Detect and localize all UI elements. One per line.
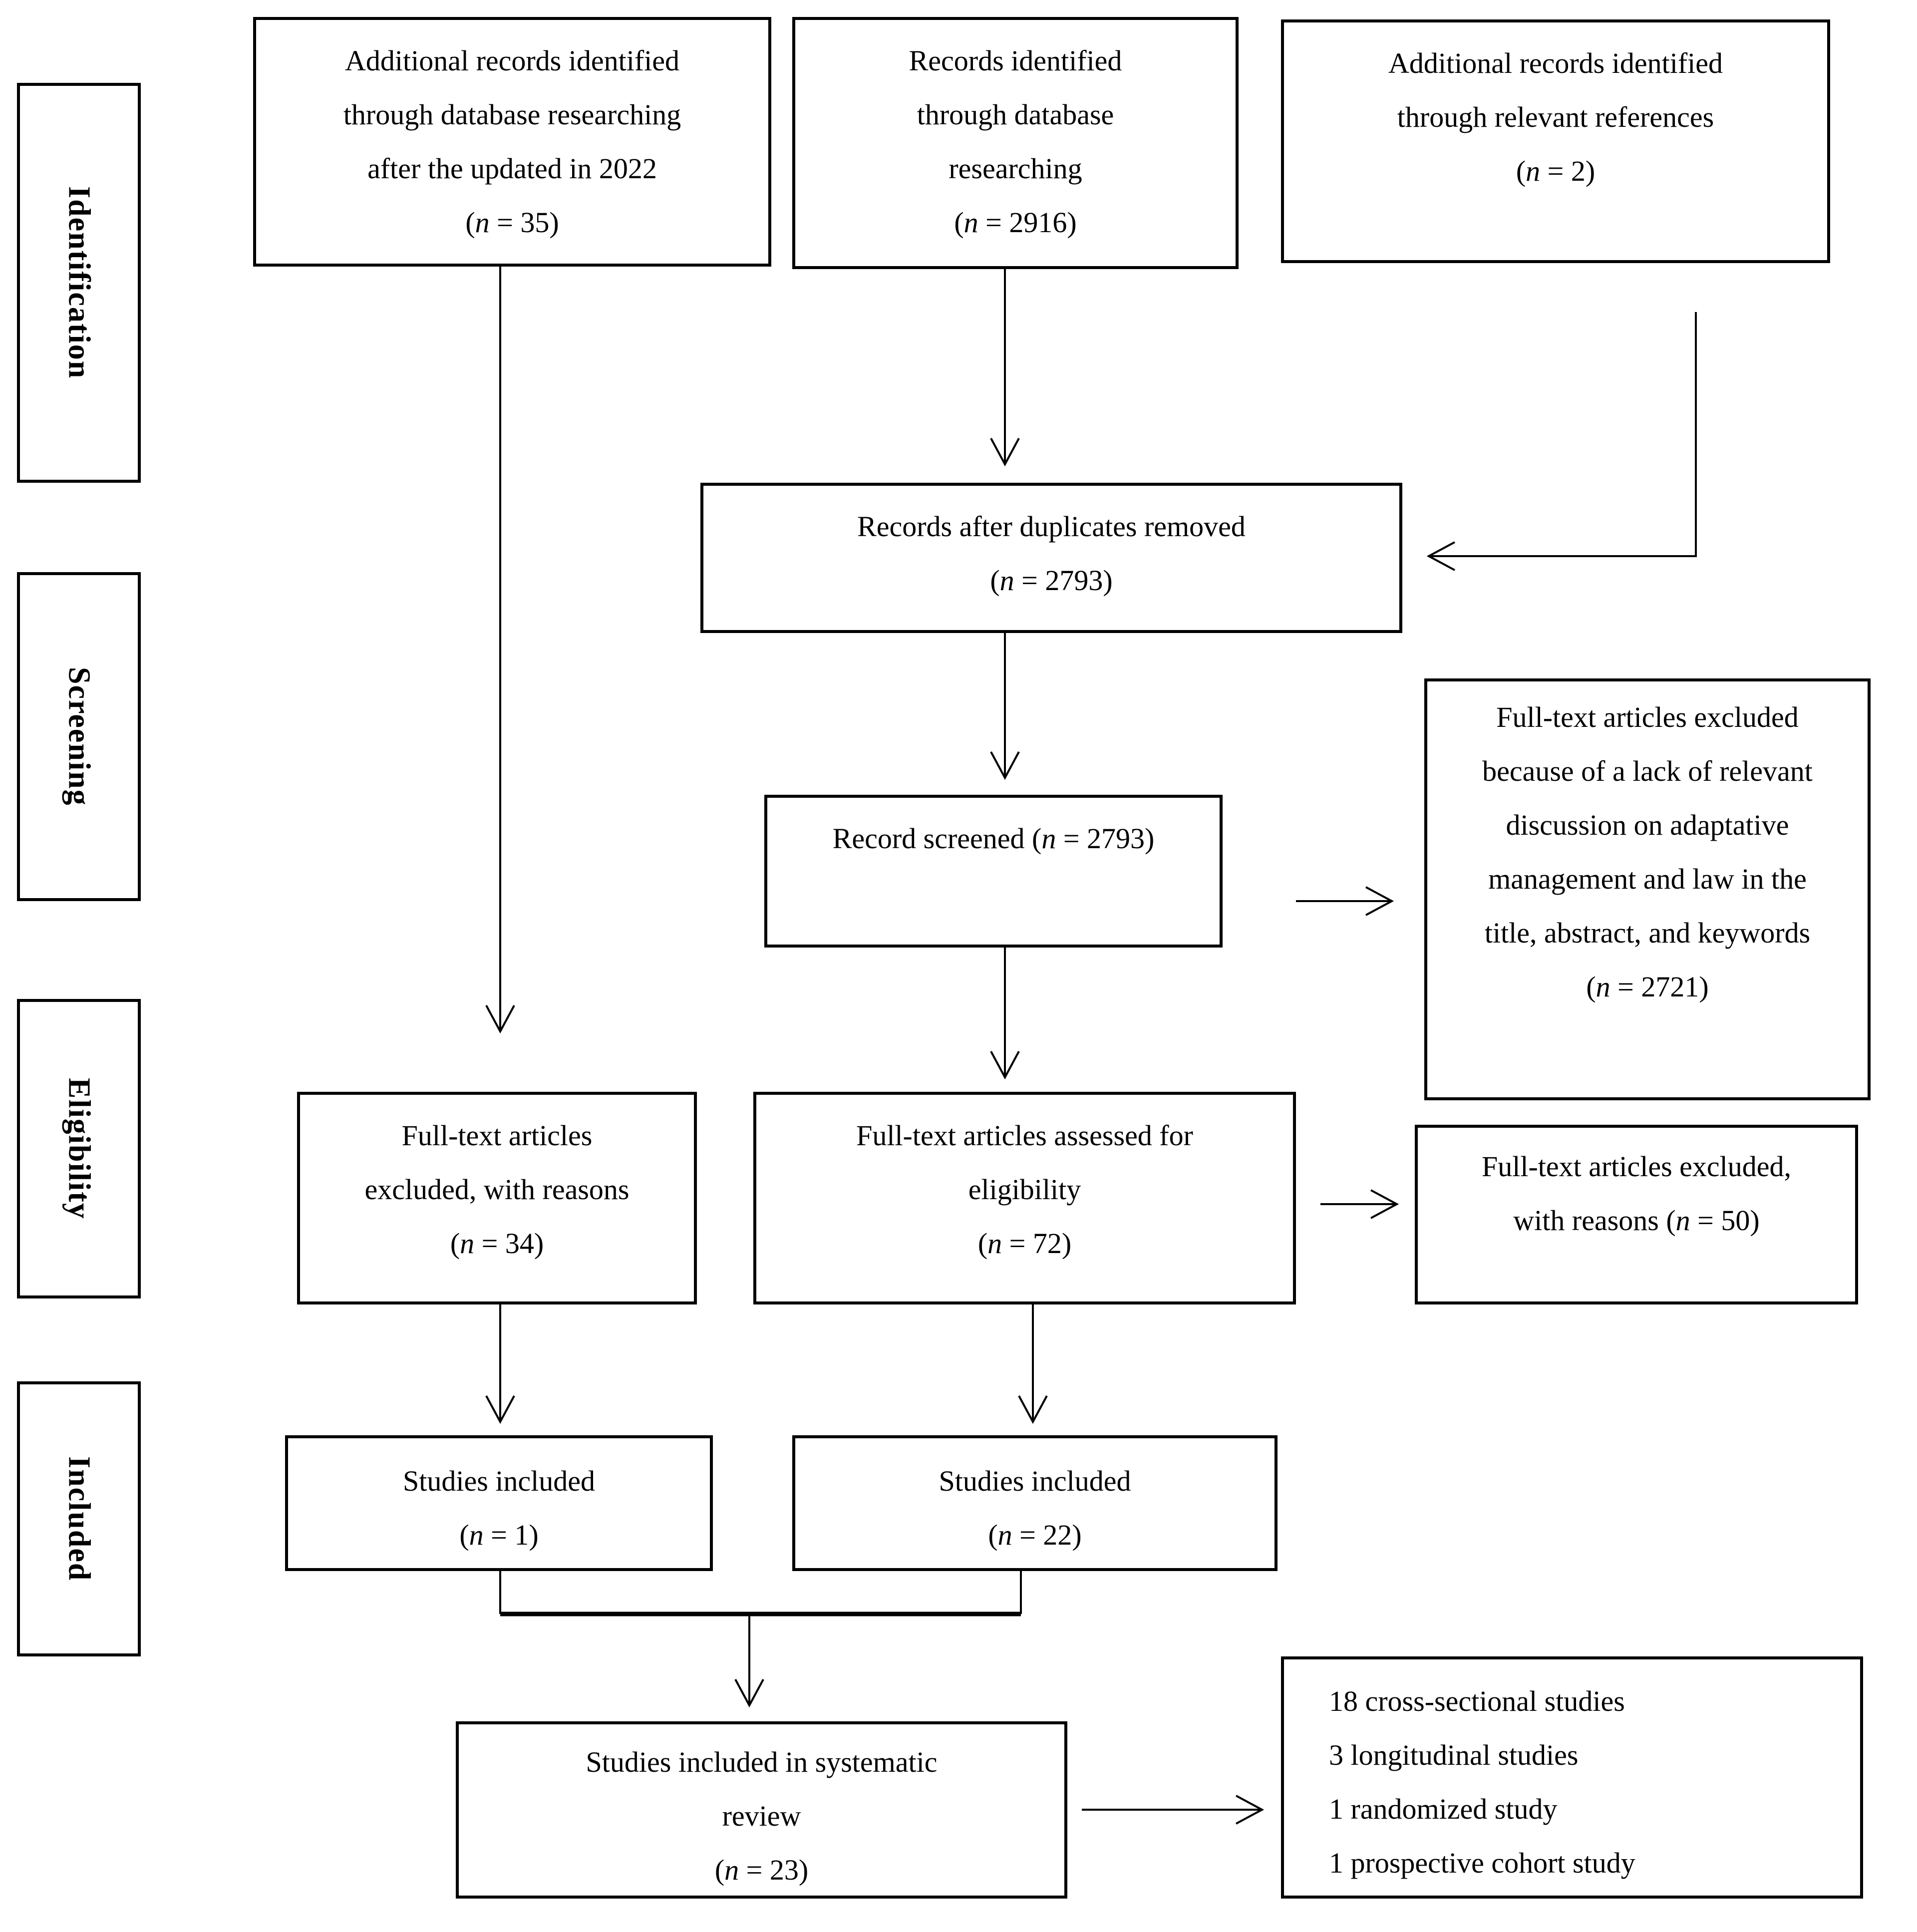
- box-text-line: because of a lack of relevant: [1482, 755, 1813, 787]
- box-text-line: 3 longitudinal studies: [1329, 1739, 1579, 1771]
- box-text-line: (n = 2721): [1586, 970, 1709, 1003]
- box-fulltext-excluded-keywords: Full-text articles excluded because of a …: [1424, 678, 1871, 1100]
- arrowhead-right: [1370, 1189, 1399, 1219]
- stage-included-label: Included: [62, 1456, 96, 1582]
- box-text-line: Full-text articles assessed for: [856, 1119, 1193, 1152]
- arrowhead-right: [1236, 1795, 1265, 1825]
- box-text-line: 1 prospective cohort study: [1329, 1847, 1635, 1879]
- box-text-line: (n = 2): [1516, 155, 1596, 187]
- box-text-line: management and law in the: [1488, 863, 1807, 895]
- box-text-line: review: [722, 1800, 801, 1832]
- box-study-types: 18 cross-sectional studies 3 longitudinal…: [1281, 1656, 1863, 1899]
- arrow-line: [1429, 312, 1697, 557]
- box-text-line: through database: [917, 98, 1114, 131]
- stage-included: Included: [17, 1381, 141, 1656]
- box-text-line: 1 randomized study: [1329, 1793, 1558, 1825]
- box-text-line: through relevant references: [1397, 101, 1714, 133]
- box-text-line: discussion on adaptative: [1506, 809, 1789, 841]
- box-text-line: excluded, with reasons: [364, 1173, 630, 1206]
- box-duplicates-removed: Records after duplicates removed (n = 279…: [700, 483, 1402, 633]
- box-text-line: researching: [949, 152, 1082, 185]
- box-text-line: Full-text articles: [401, 1119, 593, 1152]
- box-records-identified: Records identified through database resear…: [792, 17, 1239, 269]
- stage-screening-label: Screening: [62, 667, 96, 806]
- box-text-line: Full-text articles excluded: [1496, 701, 1799, 733]
- box-text-line: Record screened (n = 2793): [832, 822, 1155, 855]
- arrowhead-down: [734, 1679, 764, 1708]
- box-records-screened: Record screened (n = 2793): [764, 795, 1223, 948]
- arrowhead-down: [990, 438, 1020, 467]
- box-text-line: Records identified: [909, 44, 1122, 77]
- box-text-line: (n = 22): [988, 1519, 1082, 1551]
- arrowhead-right: [1365, 886, 1394, 916]
- box-systematic-review: Studies included in systematic review (n =…: [456, 1721, 1067, 1899]
- arrowhead-down: [1018, 1395, 1048, 1424]
- box-text-line: (n = 34): [450, 1227, 544, 1260]
- box-fulltext-excluded-34: Full-text articles excluded, with reasons…: [297, 1092, 697, 1304]
- stage-identification: Identification: [17, 83, 141, 483]
- box-text-line: eligibility: [968, 1173, 1081, 1206]
- box-additional-references: Additional records identified through rel…: [1281, 19, 1830, 263]
- box-text-line: Records after duplicates removed: [857, 510, 1246, 543]
- arrowhead-down: [485, 1395, 515, 1424]
- box-text-line: through database researching: [343, 98, 681, 131]
- box-text-line: Studies included: [402, 1465, 595, 1497]
- box-text-line: Full-text articles excluded,: [1481, 1150, 1792, 1183]
- box-text-line: Additional records identified: [344, 44, 680, 77]
- box-fulltext-assessed: Full-text articles assessed for eligibili…: [753, 1092, 1296, 1304]
- stage-eligibility-label: Eligibility: [62, 1078, 96, 1220]
- box-text-line: (n = 23): [714, 1854, 809, 1886]
- box-text-line: (n = 35): [465, 206, 559, 239]
- box-text-line: 18 cross-sectional studies: [1329, 1685, 1625, 1717]
- arrowhead-left: [1426, 541, 1455, 571]
- stage-eligibility: Eligibility: [17, 999, 141, 1298]
- box-text-line: Studies included: [939, 1465, 1131, 1497]
- box-text-line: (n = 2916): [954, 206, 1077, 239]
- box-studies-included-1: Studies included (n = 1): [285, 1435, 713, 1571]
- box-text-line: Studies included in systematic: [586, 1746, 938, 1778]
- box-text-line: with reasons (n = 50): [1513, 1204, 1760, 1237]
- box-text-line: (n = 72): [977, 1227, 1072, 1260]
- arrowhead-down: [990, 1051, 1020, 1080]
- box-studies-included-22: Studies included (n = 22): [792, 1435, 1278, 1571]
- box-fulltext-excluded-50: Full-text articles excluded, with reasons…: [1415, 1125, 1858, 1304]
- box-text-line: Additional records identified: [1388, 47, 1723, 79]
- box-additional-records-2022: Additional records identified through dat…: [253, 17, 771, 267]
- arrowhead-down: [485, 1005, 515, 1034]
- box-text-line: (n = 2793): [990, 564, 1113, 597]
- arrowhead-down: [990, 751, 1020, 780]
- box-text-line: (n = 1): [459, 1519, 539, 1551]
- stage-identification-label: Identification: [62, 186, 96, 379]
- box-text-line: title, abstract, and keywords: [1484, 917, 1811, 949]
- stage-screening: Screening: [17, 572, 141, 901]
- box-text-line: after the updated in 2022: [367, 152, 657, 185]
